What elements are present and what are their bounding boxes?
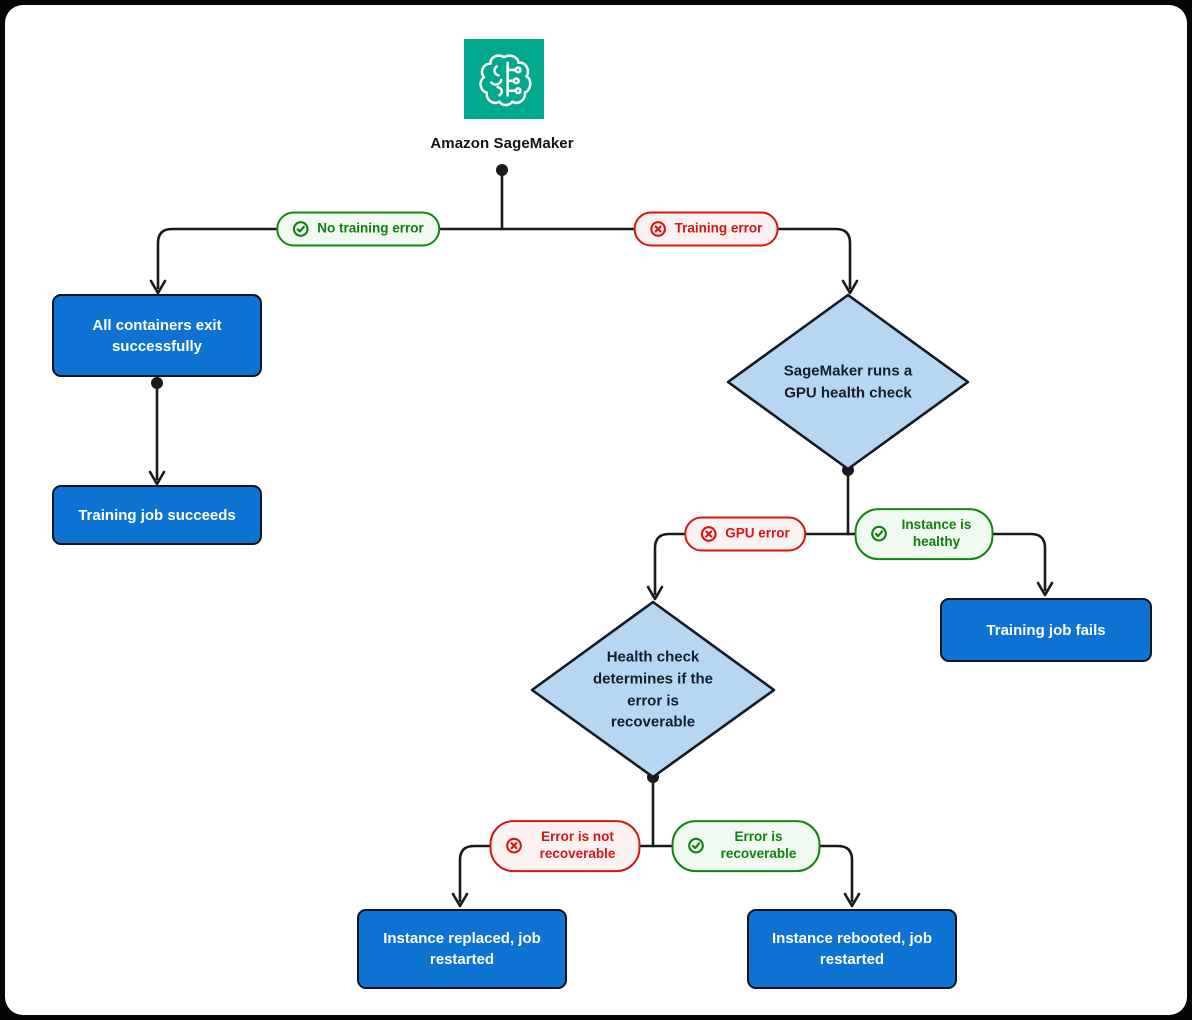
check-circle-icon: [292, 221, 309, 238]
diamond-label-gpu-health-check: SageMaker runs a GPU health check: [783, 362, 913, 401]
box-label: Training job fails: [986, 621, 1106, 639]
box-instance-rebooted: Instance rebooted, job restarted: [747, 909, 957, 989]
pill-error-not-recoverable: Error is not recoverable: [489, 820, 641, 872]
pill-label: Error is recoverable: [720, 829, 797, 861]
edge-not-recoverable: [458, 844, 655, 903]
edge-training-error: [500, 227, 852, 290]
pill-label: Error is not recoverable: [539, 829, 616, 861]
box-all-containers-exit: All containers exit successfully: [52, 294, 262, 377]
pill-label: Instance is healthy: [901, 517, 972, 549]
box-label: Instance replaced, job restarted: [383, 930, 541, 968]
edge-recoverable: [651, 844, 854, 903]
connector-layer: [148, 164, 1054, 908]
arrowhead: [148, 470, 166, 486]
junction-dot: [151, 377, 163, 389]
box-label: Instance rebooted, job restarted: [771, 930, 933, 968]
box-label: All containers exit successfully: [92, 316, 222, 355]
pill-label: GPU error: [725, 525, 790, 541]
check-circle-icon: [871, 526, 888, 543]
arrowhead: [451, 892, 469, 908]
arrowhead: [149, 279, 167, 295]
arrowhead: [841, 279, 859, 295]
page-title: Amazon SageMaker: [430, 135, 574, 152]
pill-label: No training error: [317, 220, 424, 236]
diagram-card: Amazon SageMaker All containers exit suc…: [5, 5, 1187, 1015]
pill-instance-healthy: Instance is healthy: [854, 508, 994, 560]
arrowhead: [646, 585, 664, 601]
arrowhead: [843, 892, 861, 908]
pill-error-recoverable: Error is recoverable: [671, 820, 821, 872]
edge-gpu-error: [653, 532, 850, 596]
sagemaker-icon: [464, 39, 544, 119]
diamond-error-recoverable: [530, 600, 776, 779]
box-label: Training job succeeds: [78, 506, 236, 524]
x-circle-icon: [700, 526, 717, 543]
pill-training-error: Training error: [633, 211, 779, 247]
pill-no-training-error: No training error: [276, 211, 440, 247]
edge-no-training-error: [156, 227, 504, 290]
arrowhead: [1036, 581, 1054, 597]
box-instance-replaced: Instance replaced, job restarted: [357, 909, 567, 989]
box-training-job-succeeds: Training job succeeds: [52, 485, 262, 545]
x-circle-icon: [650, 221, 667, 238]
pill-gpu-error: GPU error: [684, 516, 806, 552]
flowchart-canvas: Amazon SageMaker All containers exit suc…: [5, 5, 1187, 1015]
brain-circuit-glyph: [479, 54, 532, 107]
diamond-label-error-recoverable: Health check determines if the error is …: [592, 648, 714, 731]
pill-label: Training error: [674, 220, 763, 236]
check-circle-icon: [688, 838, 705, 855]
box-training-job-fails: Training job fails: [940, 598, 1152, 662]
x-circle-icon: [506, 838, 523, 855]
junction-dot: [496, 164, 508, 176]
diamond-gpu-health-check: [726, 293, 970, 471]
edge-instance-healthy: [846, 532, 1047, 592]
